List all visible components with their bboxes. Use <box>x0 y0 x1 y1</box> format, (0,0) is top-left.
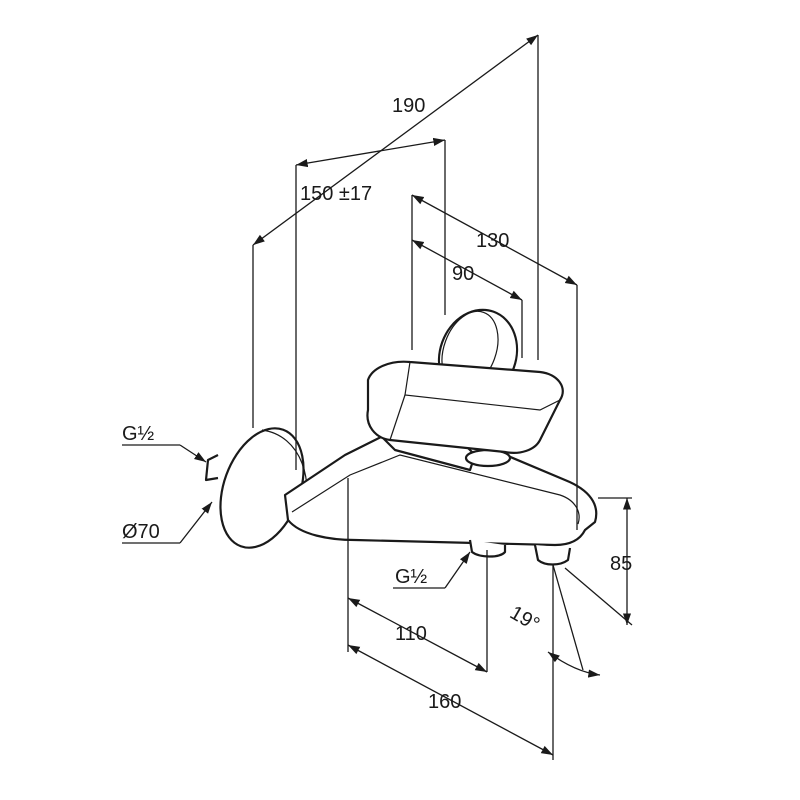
lever-handle <box>366 360 564 454</box>
dim-85-label: 85 <box>610 553 632 575</box>
dim-190-line <box>252 34 539 246</box>
leaders <box>122 444 471 589</box>
outlet-nut <box>468 539 507 558</box>
dimension-lines <box>252 34 632 756</box>
dim-90-line <box>411 239 523 301</box>
inlet-stub <box>204 454 219 482</box>
dim-angle-label: 19° <box>506 602 543 636</box>
body-top-edge <box>291 454 580 525</box>
outlet-thread-label: G½ <box>395 566 428 588</box>
dim-160-label: 160 <box>428 691 461 713</box>
faucet-body <box>204 308 598 566</box>
spout-outlet <box>533 544 572 566</box>
dim-160-line <box>347 644 554 756</box>
lever-handle-edge <box>389 394 406 441</box>
dim-110-label: 110 <box>395 623 427 645</box>
dim-150-line <box>295 137 446 168</box>
lever-handle-top <box>404 361 561 411</box>
dim-130-label: 130 <box>476 230 509 252</box>
rosette-diameter-label: Ø70 <box>122 521 160 543</box>
dim-90-label: 90 <box>452 263 474 285</box>
dim-190-label: 190 <box>392 95 425 117</box>
inlet-thread-label: G½ <box>122 423 155 445</box>
dim-angle-arc <box>547 651 601 678</box>
dim-150-label: 150 ±17 <box>300 183 372 205</box>
